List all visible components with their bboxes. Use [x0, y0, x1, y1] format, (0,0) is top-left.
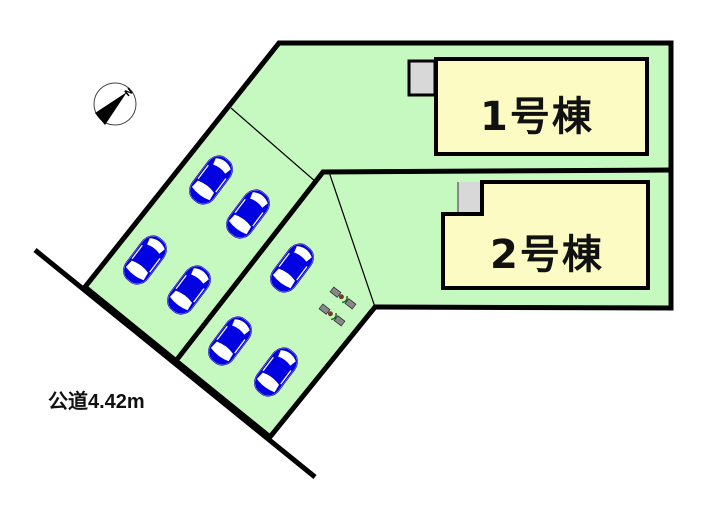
lot-2-boundary	[173, 167, 672, 364]
building-1	[434, 57, 649, 156]
building-2	[441, 180, 650, 290]
north-arrow-icon: N	[93, 82, 137, 126]
building-1-label: 1号棟	[480, 94, 594, 140]
public-road-line	[33, 248, 317, 479]
partition-line-1	[230, 107, 317, 183]
building-1-porch	[407, 59, 437, 97]
partition-line-2	[328, 171, 376, 308]
building-2-label: 2号棟	[490, 232, 604, 278]
road-width-label: 公道4.42m	[48, 391, 145, 413]
building-2-porch	[458, 182, 482, 214]
